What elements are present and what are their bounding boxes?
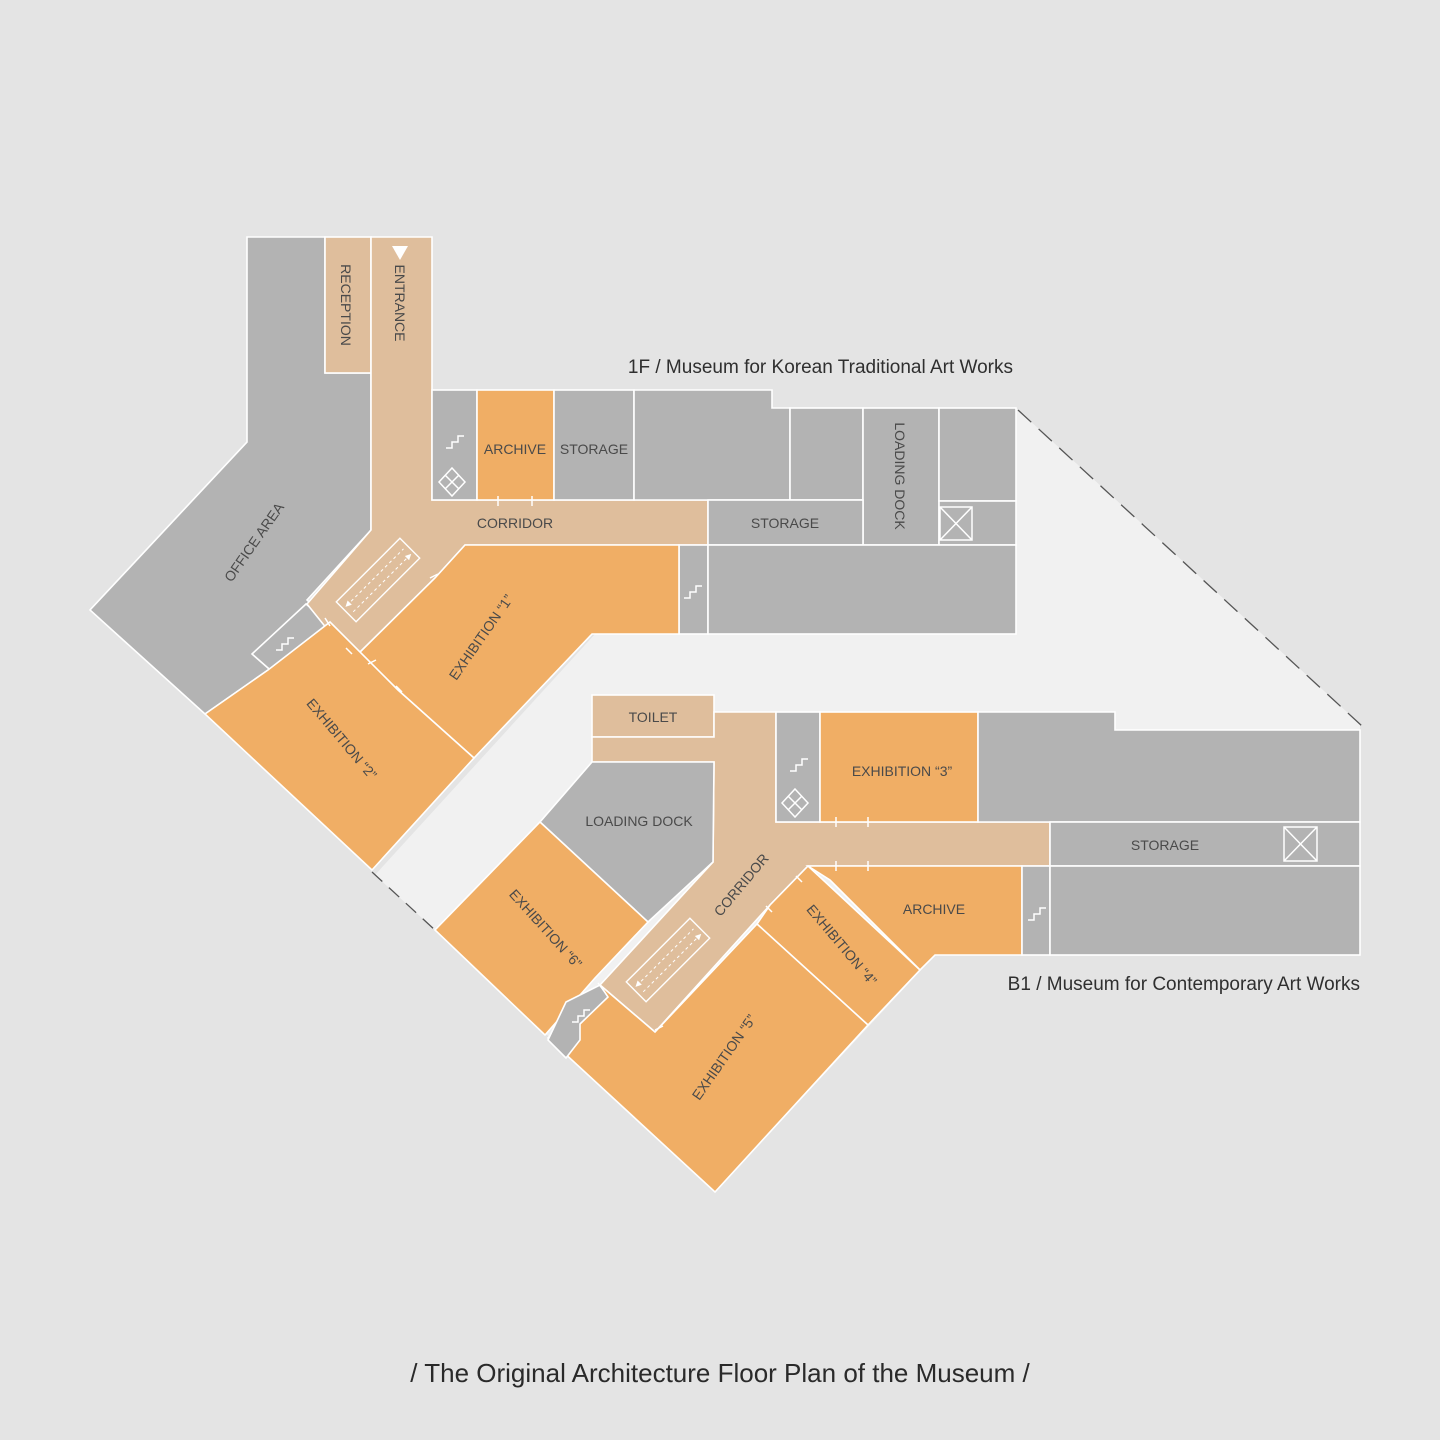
elevator-icon [437, 466, 467, 498]
floor-1f: RECEPTION ENTRANCE CORRIDOR ARCHIVE [88, 236, 1017, 872]
label-storage-1f-a: STORAGE [560, 441, 628, 457]
room-loading-dock-b1[interactable] [538, 761, 715, 924]
dashed-edge-lower [371, 871, 437, 932]
floor-title-b1: B1 / Museum for Contemporary Art Works [1008, 974, 1360, 995]
label-entrance: ENTRANCE [392, 264, 408, 341]
stairs-icon [1028, 907, 1046, 921]
label-toilet: TOILET [629, 709, 678, 725]
figure-caption: / The Original Architecture Floor Plan o… [410, 1358, 1030, 1388]
entrance-arrow-icon [392, 246, 408, 260]
room-storage-b1[interactable] [1049, 821, 1361, 867]
room-storage-1f-a[interactable] [553, 389, 635, 501]
label-loading-dock-b1: LOADING DOCK [585, 813, 693, 829]
room-service-1f-c[interactable] [938, 407, 1017, 502]
door-marks-b1 [597, 817, 869, 1031]
freight-elevator-icon [1283, 826, 1318, 862]
room-exhibition-5[interactable] [546, 922, 870, 1194]
label-exhibition-3: EXHIBITION “3” [852, 763, 953, 779]
escalator-icon [625, 917, 711, 1003]
label-archive-b1: ARCHIVE [903, 901, 965, 917]
stairs-icon [572, 1009, 590, 1023]
stairs-icon [684, 585, 702, 599]
label-reception: RECEPTION [338, 264, 354, 346]
label-corridor-1f: CORRIDOR [477, 515, 553, 531]
room-storage-1f-b[interactable] [707, 499, 864, 546]
label-loading-dock-1f: LOADING DOCK [892, 422, 908, 530]
room-service-1f-e[interactable] [707, 544, 1017, 635]
stairs-icon [446, 435, 464, 449]
freight-elevator-icon [939, 506, 973, 541]
room-service-b1-b[interactable] [1049, 865, 1361, 956]
stairs-icon [276, 637, 294, 651]
room-exhibition-2[interactable] [203, 620, 476, 872]
floor-title-1f: 1F / Museum for Korean Traditional Art W… [628, 357, 1013, 378]
escalator-icon [335, 537, 421, 623]
floor-b1: TOILET CORRIDOR LOADING DOCK EXHIBITION … [433, 694, 1361, 1194]
dashed-edge-upper [1017, 409, 1363, 727]
room-archive-1f[interactable] [476, 389, 555, 501]
stairs-icon [790, 758, 808, 772]
elevator-icon [780, 787, 810, 819]
stair-b1-right[interactable] [1021, 865, 1051, 956]
room-service-1f-d[interactable] [938, 500, 1017, 546]
stair-1f-right[interactable] [678, 544, 709, 635]
room-exhibition-3[interactable] [819, 711, 979, 823]
room-loading-dock-1f[interactable] [862, 407, 940, 546]
room-service-b1-a[interactable] [977, 711, 1361, 823]
label-storage-b1: STORAGE [1131, 837, 1199, 853]
label-archive-1f: ARCHIVE [484, 441, 546, 457]
room-service-1f-b[interactable] [789, 407, 864, 501]
room-service-1f-a[interactable] [633, 389, 791, 501]
door-marks-1f [324, 496, 533, 693]
label-storage-1f-b: STORAGE [751, 515, 819, 531]
